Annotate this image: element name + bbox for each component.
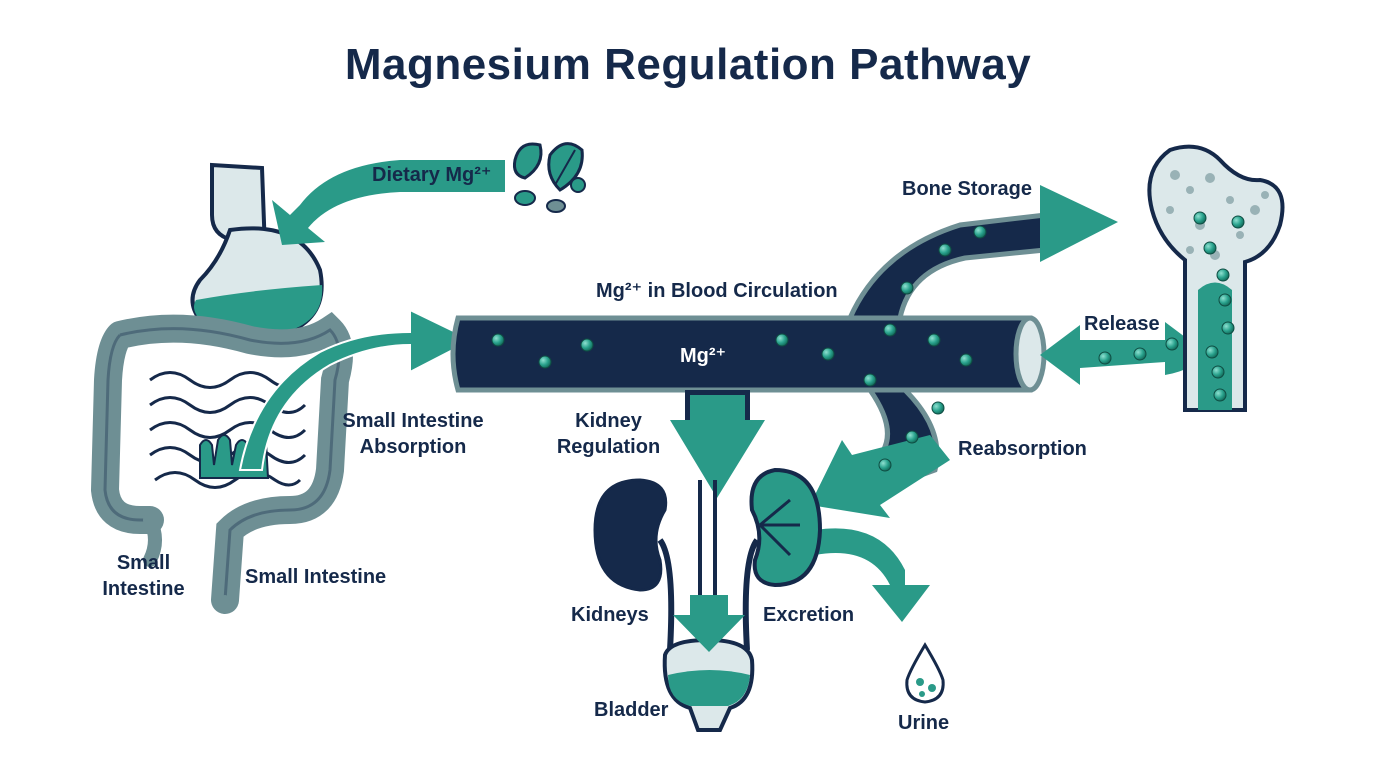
- magnesium-ion-dot: [883, 323, 897, 337]
- absorption-label-line2: Absorption: [359, 436, 467, 458]
- magnesium-ion-dot: [538, 355, 552, 369]
- magnesium-ion-dot: [491, 333, 505, 347]
- release-arrow: [1040, 322, 1205, 385]
- magnesium-ion-dot: [938, 243, 952, 257]
- rectum: [143, 513, 162, 567]
- magnesium-ion-dot: [1165, 337, 1179, 351]
- kidney-regulation-line2: Regulation: [556, 436, 661, 458]
- urinary-system-illustration: [593, 467, 823, 732]
- small-intestine-left-line2: Intestine: [102, 578, 185, 600]
- small-intestine-left-label: Small Intestine: [96, 550, 191, 602]
- magnesium-ion-dot: [821, 347, 835, 361]
- magnesium-ion-dot: [1211, 365, 1225, 379]
- bladder-label: Bladder: [594, 699, 669, 721]
- kidney-regulation-arrow: [670, 395, 765, 498]
- magnesium-ion-dot: [1098, 351, 1112, 365]
- reabsorption-label: Reabsorption: [958, 438, 1087, 460]
- left-kidney: [593, 478, 668, 592]
- dietary-label: Dietary Mg²⁺: [372, 164, 492, 186]
- magnesium-ion-dot: [1213, 388, 1227, 402]
- excretion-label: Excretion: [763, 604, 855, 626]
- bone-storage-arrow: [1040, 185, 1118, 262]
- magnesium-ion-dot: [973, 225, 987, 239]
- magnesium-ion-dot: [1203, 241, 1217, 255]
- blood-circulation-label: Mg²⁺ in Blood Circulation: [596, 280, 838, 302]
- magnesium-ion-dot: [1216, 268, 1230, 282]
- magnesium-ion-dot: [931, 401, 945, 415]
- excretion-arrow: [815, 528, 930, 622]
- vessel-mg-label: Mg²⁺: [680, 345, 727, 367]
- kidney-regulation-line1: Kidney: [575, 410, 642, 432]
- blood-vessel: [450, 212, 1048, 494]
- magnesium-ion-dot: [863, 373, 877, 387]
- magnesium-ion-dot: [1231, 215, 1245, 229]
- magnesium-ion-dot: [1193, 211, 1207, 225]
- magnesium-ions: [491, 211, 1245, 472]
- absorption-label-line1: Small Intestine: [342, 410, 484, 432]
- dietary-intake-arrow: [272, 160, 505, 245]
- magnesium-ion-dot: [580, 338, 594, 352]
- small-intestine-bottom-label: Small Intestine: [245, 566, 387, 588]
- diagram-title: Magnesium Regulation Pathway: [344, 40, 1032, 89]
- small-intestine-left-line1: Small: [116, 552, 171, 574]
- absorption-label: Small Intestine Absorption: [338, 408, 488, 460]
- magnesium-ion-dot: [1221, 321, 1235, 335]
- bone-storage-label: Bone Storage: [902, 178, 1033, 200]
- right-kidney: [749, 467, 823, 588]
- kidney-regulation-label: Kidney Regulation: [551, 408, 666, 460]
- reabsorption-arrow: [810, 435, 950, 518]
- leafy-greens-icon: [513, 142, 586, 213]
- magnesium-ion-dot: [900, 281, 914, 295]
- magnesium-ion-dot: [1205, 345, 1219, 359]
- magnesium-ion-dot: [878, 458, 892, 472]
- magnesium-ion-dot: [775, 333, 789, 347]
- urine-drop-icon: [905, 642, 945, 704]
- magnesium-ion-dot: [1218, 293, 1232, 307]
- magnesium-ion-dot: [927, 333, 941, 347]
- magnesium-ion-dot: [959, 353, 973, 367]
- release-label: Release: [1084, 313, 1160, 335]
- kidneys-label: Kidneys: [571, 604, 649, 626]
- magnesium-ion-dot: [1133, 347, 1147, 361]
- urine-label: Urine: [898, 712, 950, 734]
- magnesium-ion-dot: [905, 430, 919, 444]
